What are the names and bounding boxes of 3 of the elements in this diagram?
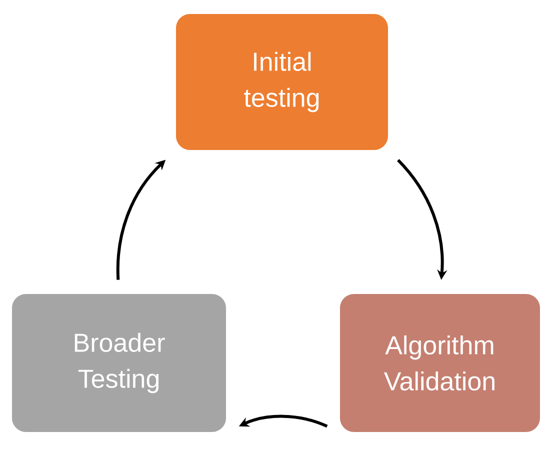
process-box: Algorithm Validation [340, 294, 540, 432]
process-box: Broader Testing [12, 294, 226, 432]
process-box: Initial testing [176, 14, 388, 150]
